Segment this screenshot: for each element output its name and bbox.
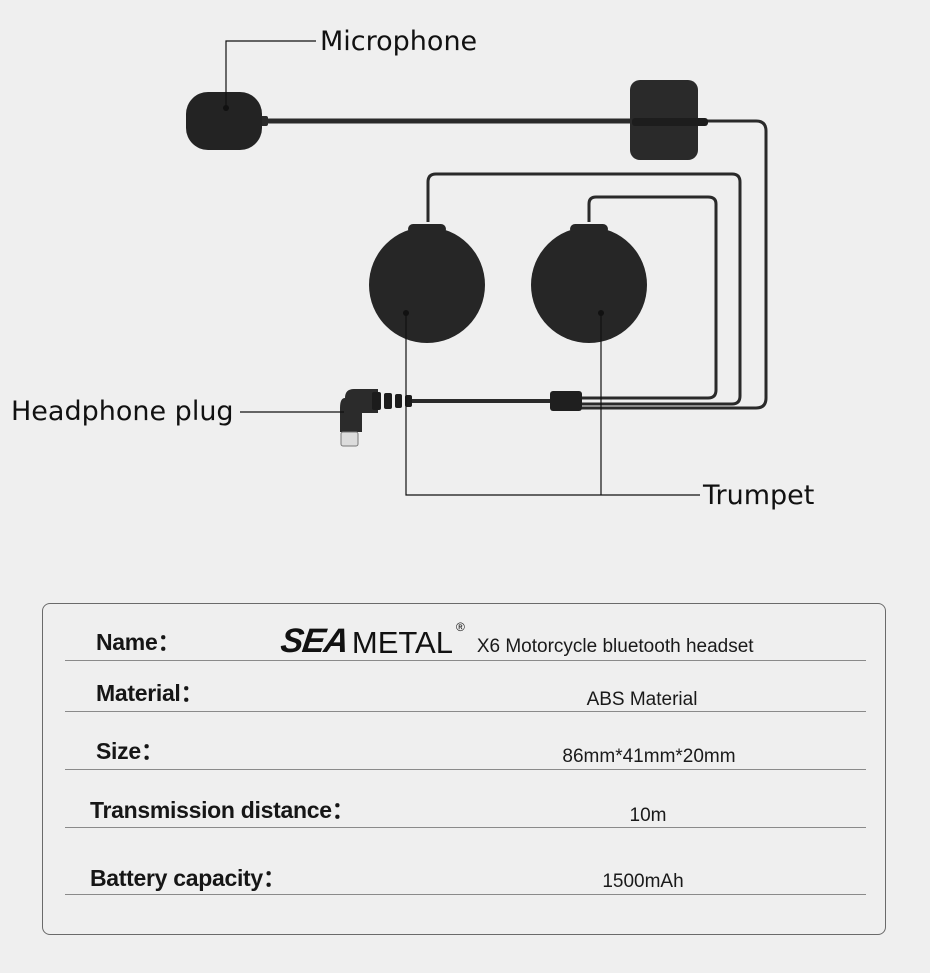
battery-capacity-value: 1500mAh	[602, 871, 684, 892]
cable-splitter	[550, 391, 582, 411]
material-value: ABS Material	[586, 689, 698, 710]
brand-logo-metal: METAL	[351, 625, 453, 660]
speaker-left	[369, 227, 485, 343]
row-divider	[65, 894, 866, 895]
product-name: X6 Motorcycle bluetooth headset	[476, 636, 754, 657]
row-divider	[65, 827, 866, 828]
headphone-plug	[340, 389, 412, 447]
battery-capacity-label: Battery capacity：	[90, 865, 286, 891]
row-divider	[65, 769, 866, 770]
headset-illustration	[186, 40, 768, 496]
trumpet-label: Trumpet	[703, 480, 815, 511]
clip-connector	[632, 118, 708, 126]
size-value: 86mm*41mm*20mm	[562, 746, 736, 767]
spec-table: Name： SEA METAL ® X6 Motorcycle bluetoot…	[42, 603, 886, 935]
microphone-label: Microphone	[320, 26, 478, 57]
microphone-head	[186, 92, 262, 150]
brand-logo: SEA METAL ® X6 Motorcycle bluetooth head…	[278, 620, 754, 660]
trumpet-leader-line-left	[405, 313, 700, 496]
headphone-plug-label: Headphone plug	[11, 396, 234, 427]
transmission-distance-value: 10m	[629, 805, 667, 826]
registered-mark: ®	[455, 620, 465, 634]
row-divider	[65, 711, 866, 712]
brand-logo-sea: SEA	[278, 622, 351, 660]
product-diagram: Microphone Headphone plug Trumpet	[11, 26, 815, 511]
row-divider	[65, 660, 866, 661]
size-label: Size：	[96, 738, 164, 764]
name-label: Name：	[96, 629, 181, 655]
material-label: Material：	[96, 680, 204, 706]
speaker-right	[531, 227, 647, 343]
transmission-distance-label: Transmission distance：	[90, 797, 355, 823]
microphone-leader-line	[225, 40, 316, 108]
